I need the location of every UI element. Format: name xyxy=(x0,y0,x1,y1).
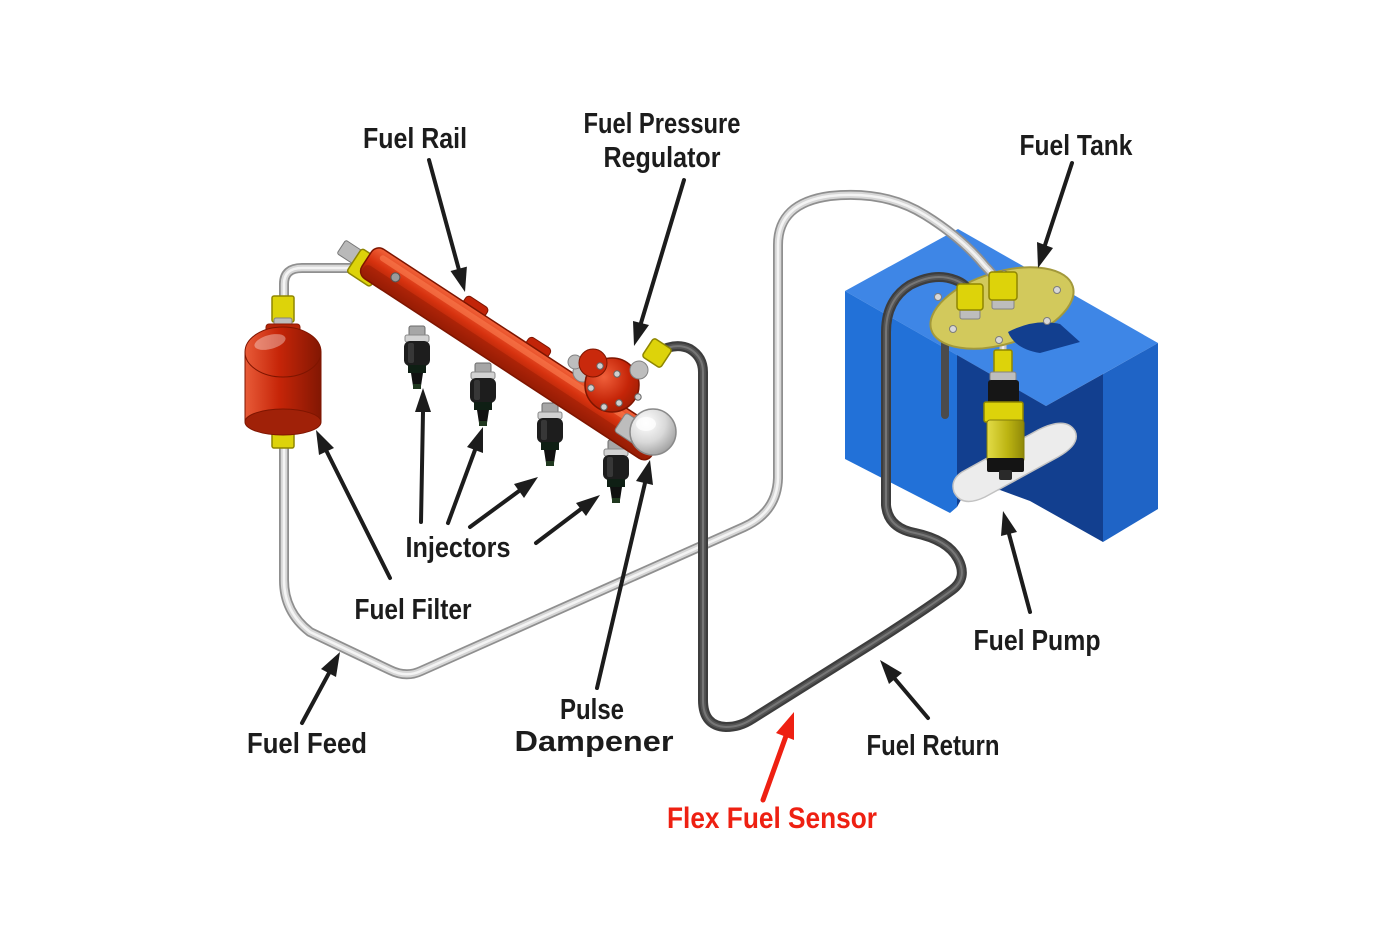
injector-2 xyxy=(470,362,496,426)
arrow-injector-4 xyxy=(534,507,583,545)
arrow-injector-3 xyxy=(468,489,521,529)
injector-3 xyxy=(537,402,563,466)
arrow-fuel-feed xyxy=(300,671,331,725)
regulator-bolt xyxy=(596,362,604,370)
fuel-rail xyxy=(337,240,677,461)
plate-screw xyxy=(949,325,957,333)
leader-arrows xyxy=(300,158,1074,803)
arrowhead-injector-4 xyxy=(576,495,600,516)
arrowhead-injector-2 xyxy=(467,427,483,453)
label-fuel-pressure-regulator-line2: Regulator xyxy=(604,142,721,174)
arrow-fuel-return xyxy=(893,677,930,720)
arrow-fuel-filter xyxy=(325,450,392,580)
rail-bar-shadow xyxy=(361,265,651,460)
filter-highlight xyxy=(254,334,286,350)
injector-4 xyxy=(603,439,629,503)
dampener-dome xyxy=(629,408,677,456)
pulse-dampener xyxy=(614,408,677,456)
pump-black-collar xyxy=(988,380,1019,405)
arrowhead-fuel-pump xyxy=(1001,511,1017,536)
label-fuel-feed: Fuel Feed xyxy=(247,728,367,760)
feed-fitting xyxy=(988,271,1018,301)
label-fuel-return: Fuel Return xyxy=(867,730,1000,762)
arrow-fuel-pressure-regulator xyxy=(639,178,686,325)
plate-screw xyxy=(995,336,1003,344)
label-fuel-tank: Fuel Tank xyxy=(1020,130,1134,162)
arrowhead-fuel-filter xyxy=(316,430,334,455)
filter-bottom xyxy=(244,408,322,436)
plate-notch xyxy=(1008,322,1080,353)
pump-bottom-band xyxy=(987,458,1024,472)
rail-port-hole xyxy=(390,272,401,283)
tank-right-face xyxy=(1103,343,1158,542)
tank-front-face xyxy=(845,291,957,513)
arrow-injector-1 xyxy=(419,410,425,524)
arrowhead-fuel-pressure-regulator xyxy=(633,321,649,346)
arrowhead-fuel-tank xyxy=(1037,242,1053,268)
return-fitting xyxy=(956,283,984,311)
arrowhead-pulse-dampener xyxy=(636,460,653,485)
regulator-knob xyxy=(578,348,608,378)
plate-screw xyxy=(1053,286,1061,294)
arrow-pulse-dampener xyxy=(595,481,647,690)
plate-screw xyxy=(934,293,942,301)
arrowhead-flex-fuel-sensor xyxy=(776,712,794,740)
label-fuel-rail: Fuel Rail xyxy=(363,123,467,155)
pump-silver-ring xyxy=(989,371,1017,382)
pump-hex-fitting xyxy=(983,401,1024,423)
fuel-filter xyxy=(244,295,322,449)
plate-screw xyxy=(1043,317,1051,325)
pump-body xyxy=(986,419,1025,463)
arrow-fuel-pump xyxy=(1007,532,1032,614)
filter-dome xyxy=(244,326,322,378)
regulator-collar xyxy=(629,360,649,380)
arrowhead-fuel-feed xyxy=(321,652,340,677)
fuel-tank xyxy=(845,229,1158,542)
regulator-bolt xyxy=(600,403,608,411)
arrow-flex-fuel-sensor xyxy=(760,733,789,803)
injectors xyxy=(404,325,629,503)
regulator-bolt xyxy=(615,399,623,407)
regulator-bolt xyxy=(634,393,642,401)
arrowhead-fuel-return xyxy=(880,660,902,684)
label-pulse-dampener-line2: Dampener xyxy=(515,726,674,758)
regulator-bolt xyxy=(587,384,595,392)
fuel-pressure-regulator xyxy=(567,338,672,413)
label-fuel-filter: Fuel Filter xyxy=(355,594,472,626)
arrowhead-injector-3 xyxy=(514,477,538,498)
arrow-injector-2 xyxy=(446,448,477,525)
pump-tip xyxy=(999,470,1012,480)
arrowhead-injector-1 xyxy=(415,388,431,412)
label-fuel-pump: Fuel Pump xyxy=(974,625,1101,657)
arrow-fuel-tank xyxy=(1043,161,1074,247)
label-flex-fuel-sensor: Flex Fuel Sensor xyxy=(667,802,877,835)
tank-plate-fittings xyxy=(956,271,1018,320)
regulator-bolt xyxy=(613,370,621,378)
label-injectors: Injectors xyxy=(406,532,511,564)
arrowhead-fuel-rail xyxy=(450,266,467,292)
label-pulse-dampener-line1: Pulse xyxy=(560,694,624,726)
dampener-glint xyxy=(636,417,656,431)
labels: Fuel Rail Fuel Pressure Regulator Fuel T… xyxy=(247,108,1133,835)
regulator-outlet-fitting xyxy=(642,338,672,368)
injector-1 xyxy=(404,325,430,389)
label-fuel-pressure-regulator-line1: Fuel Pressure xyxy=(584,108,741,140)
arrow-fuel-rail xyxy=(427,158,461,272)
fuel-pump xyxy=(983,349,1025,480)
